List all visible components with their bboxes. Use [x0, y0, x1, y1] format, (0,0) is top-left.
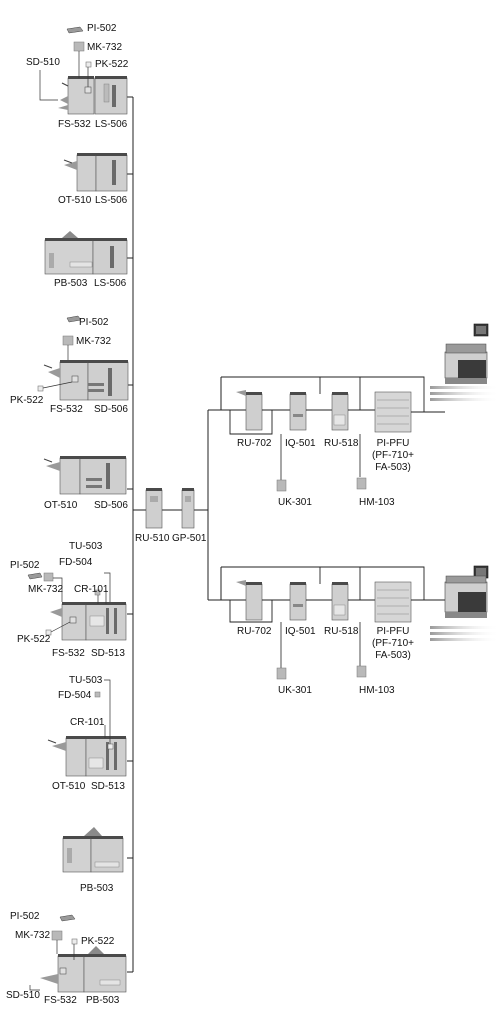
label-g6-fs532: FS-532: [52, 648, 85, 659]
label-g7-fd504: FD-504: [58, 690, 92, 701]
label-g2-ot510: OT-510: [58, 195, 92, 206]
label-g8-pb503: PB-503: [80, 883, 114, 894]
label-g7-tu503: TU-503: [69, 675, 103, 686]
label-bottom-uk301: UK-301: [278, 685, 312, 696]
label-ru510: RU-510: [135, 533, 170, 544]
label-bottom-iq501: IQ-501: [285, 626, 316, 637]
label-g9-fs532: FS-532: [44, 995, 77, 1006]
ru510-gp501-units: [145, 488, 195, 529]
label-g9-pb503: PB-503: [86, 995, 120, 1006]
label-g4-fs532: FS-532: [50, 404, 83, 415]
label-g6-sd513: SD-513: [91, 648, 125, 659]
label-g3-pb503: PB-503: [54, 278, 88, 289]
label-bottom-ru702: RU-702: [237, 626, 272, 637]
label-g1-pi502: PI-502: [87, 23, 117, 34]
group6-fs532-sd513: [27, 572, 127, 641]
label-g6-fd504: FD-504: [59, 557, 93, 568]
label-g6-pk522: PK-522: [17, 634, 51, 645]
label-top-fa503: FA-503): [375, 462, 411, 473]
label-g2-ls506: LS-506: [95, 195, 128, 206]
label-g1-pk522: PK-522: [95, 59, 129, 70]
label-g6-pi502: PI-502: [10, 560, 40, 571]
label-g6-cr101: CR-101: [74, 584, 109, 595]
top-branch: [229, 323, 500, 492]
label-g1-fs532: FS-532: [58, 119, 91, 130]
label-top-pipfu: PI-PFU: [376, 438, 410, 449]
label-g3-ls506: LS-506: [94, 278, 127, 289]
group5-ot510-sd506: [43, 456, 127, 495]
label-bottom-fa503: FA-503): [375, 650, 411, 661]
group7-ot510-sd513: [47, 679, 127, 777]
label-g5-sd506: SD-506: [94, 500, 128, 511]
label-g7-cr101: CR-101: [70, 717, 105, 728]
label-g4-pi502: PI-502: [79, 317, 109, 328]
group1-fs532-ls506: [39, 26, 128, 115]
label-g9-mk732: MK-732: [15, 930, 51, 941]
label-g6-mk732: MK-732: [28, 584, 64, 595]
label-top-uk301: UK-301: [278, 497, 312, 508]
label-bottom-pipfu: PI-PFU: [376, 626, 410, 637]
label-g1-ls506: LS-506: [95, 119, 128, 130]
label-bottom-ru518: RU-518: [324, 626, 359, 637]
label-top-hm103: HM-103: [359, 497, 395, 508]
label-g1-sd510: SD-510: [26, 57, 60, 68]
group3-pb503-ls506: [44, 231, 128, 275]
label-g9-pi502: PI-502: [10, 911, 40, 922]
label-top-ru702: RU-702: [237, 438, 272, 449]
group4-fs532-sd506: [37, 315, 129, 401]
label-g9-sd510: SD-510: [6, 990, 40, 1001]
label-g7-ot510: OT-510: [52, 781, 86, 792]
group2-ot510-ls506: [63, 153, 128, 192]
bottom-branch: [229, 565, 500, 680]
label-g4-sd506: SD-506: [94, 404, 128, 415]
group9-fs532-pb503: [29, 914, 127, 993]
label-g9-pk522: PK-522: [81, 936, 115, 947]
label-top-pf710: (PF-710+: [372, 450, 414, 461]
trunk-line: [127, 96, 320, 973]
label-top-iq501: IQ-501: [285, 438, 316, 449]
label-g4-mk732: MK-732: [76, 336, 112, 347]
group8-pb503: [62, 827, 124, 873]
label-g6-tu503: TU-503: [69, 541, 103, 552]
label-g5-ot510: OT-510: [44, 500, 78, 511]
label-g4-pk522: PK-522: [10, 395, 44, 406]
label-gp501: GP-501: [172, 533, 207, 544]
label-bottom-pf710: (PF-710+: [372, 638, 414, 649]
label-g7-sd513: SD-513: [91, 781, 125, 792]
label-top-ru518: RU-518: [324, 438, 359, 449]
label-bottom-hm103: HM-103: [359, 685, 395, 696]
label-g1-mk732: MK-732: [87, 42, 123, 53]
